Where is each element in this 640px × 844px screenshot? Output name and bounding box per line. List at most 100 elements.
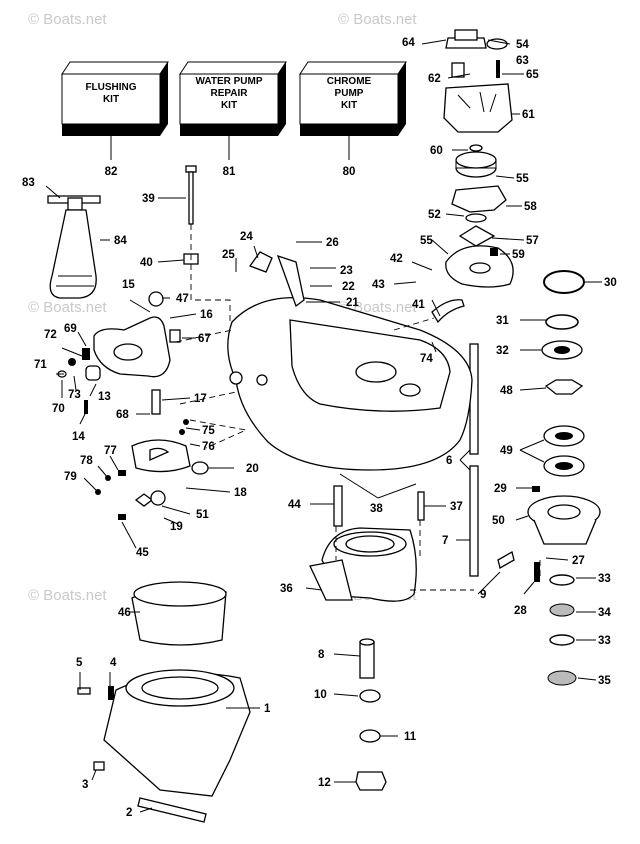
- callout-31[interactable]: 31: [496, 315, 509, 327]
- callout-79[interactable]: 79: [64, 471, 77, 483]
- callout-10[interactable]: 10: [314, 689, 327, 701]
- callout-51[interactable]: 51: [196, 509, 209, 521]
- callout-65[interactable]: 65: [526, 69, 539, 81]
- callout-36[interactable]: 36: [280, 583, 293, 595]
- callout-78[interactable]: 78: [80, 455, 93, 467]
- flushing-attachment-part[interactable]: [47, 195, 101, 299]
- leader-lines: [45, 39, 602, 813]
- pump-assembly-parts[interactable]: [443, 29, 514, 288]
- callout-76[interactable]: 76: [202, 441, 215, 453]
- callout-74[interactable]: 74: [420, 353, 433, 365]
- callout-18[interactable]: 18: [234, 487, 247, 499]
- callout-67[interactable]: 67: [198, 333, 211, 345]
- callout-43[interactable]: 43: [372, 279, 385, 291]
- impeller-area[interactable]: [309, 485, 425, 602]
- callout-44[interactable]: 44: [288, 499, 301, 511]
- callout-45[interactable]: 45: [136, 547, 149, 559]
- callout-14[interactable]: 14: [72, 431, 85, 443]
- callout-2[interactable]: 2: [126, 807, 132, 819]
- callout-57[interactable]: 57: [526, 235, 539, 247]
- callout-61[interactable]: 61: [522, 109, 535, 121]
- callout-62[interactable]: 62: [428, 73, 441, 85]
- callout-34[interactable]: 34: [598, 607, 611, 619]
- kit-number: 80: [343, 166, 356, 178]
- callout-42[interactable]: 42: [390, 253, 403, 265]
- callout-59[interactable]: 59: [512, 249, 525, 261]
- kit-label-line: KIT: [221, 100, 237, 111]
- callout-72[interactable]: 72: [44, 329, 57, 341]
- callout-50[interactable]: 50: [492, 515, 505, 527]
- callout-58[interactable]: 58: [524, 201, 537, 213]
- callout-75[interactable]: 75: [202, 425, 215, 437]
- callout-33[interactable]: 33: [598, 635, 611, 647]
- kit-label-line: KIT: [341, 100, 357, 111]
- callout-11[interactable]: 11: [404, 731, 417, 743]
- callout-12[interactable]: 12: [318, 777, 331, 789]
- callout-73[interactable]: 73: [68, 389, 81, 401]
- right-side-stack[interactable]: [527, 270, 601, 686]
- callout-15[interactable]: 15: [122, 279, 135, 291]
- callout-33[interactable]: 33: [598, 573, 611, 585]
- callout-49[interactable]: 49: [500, 445, 513, 457]
- callout-4[interactable]: 4: [110, 657, 117, 669]
- callout-71[interactable]: 71: [34, 359, 47, 371]
- callout-1[interactable]: 1: [264, 703, 271, 715]
- callout-83[interactable]: 83: [22, 177, 35, 189]
- callout-29[interactable]: 29: [494, 483, 507, 495]
- callout-8[interactable]: 8: [318, 649, 325, 661]
- watermark: © Boats.net: [338, 11, 417, 28]
- watermark: © Boats.net: [28, 299, 107, 316]
- callout-32[interactable]: 32: [496, 345, 509, 357]
- callout-37[interactable]: 37: [450, 501, 463, 513]
- callout-40[interactable]: 40: [140, 257, 153, 269]
- kit-box-water-pump[interactable]: WATER PUMP REPAIR KIT: [179, 61, 287, 136]
- callout-55[interactable]: 55: [420, 235, 433, 247]
- left-bracket-parts[interactable]: [57, 291, 209, 520]
- callout-52[interactable]: 52: [428, 209, 441, 221]
- callout-46[interactable]: 46: [118, 607, 131, 619]
- kit-number: 81: [223, 166, 236, 178]
- callout-48[interactable]: 48: [500, 385, 513, 397]
- callout-55[interactable]: 55: [516, 173, 529, 185]
- callout-26[interactable]: 26: [326, 237, 339, 249]
- callout-22[interactable]: 22: [342, 281, 355, 293]
- callout-3[interactable]: 3: [82, 779, 88, 791]
- lower-housing-parts[interactable]: [77, 581, 387, 823]
- callout-38[interactable]: 38: [370, 503, 383, 515]
- callout-20[interactable]: 20: [246, 463, 259, 475]
- callout-54[interactable]: 54: [516, 39, 529, 51]
- callout-68[interactable]: 68: [116, 409, 129, 421]
- pump-housing[interactable]: [227, 297, 473, 471]
- callout-64[interactable]: 64: [402, 37, 415, 49]
- callout-23[interactable]: 23: [340, 265, 353, 277]
- callout-35[interactable]: 35: [598, 675, 611, 687]
- callout-69[interactable]: 69: [64, 323, 77, 335]
- kit-box-flushing[interactable]: FLUSHING KIT: [61, 61, 169, 136]
- callout-60[interactable]: 60: [430, 145, 443, 157]
- callout-47[interactable]: 47: [176, 293, 189, 305]
- callout-16[interactable]: 16: [200, 309, 213, 321]
- callout-63[interactable]: 63: [516, 55, 529, 67]
- kit-box-chrome-pump[interactable]: CHROME PUMP KIT: [299, 61, 407, 136]
- callout-19[interactable]: 19: [170, 521, 183, 533]
- callout-41[interactable]: 41: [412, 299, 425, 311]
- callout-25[interactable]: 25: [222, 249, 235, 261]
- kit-label-line: KIT: [103, 94, 119, 105]
- callout-39[interactable]: 39: [142, 193, 155, 205]
- callout-84[interactable]: 84: [114, 235, 127, 247]
- bracket-parts[interactable]: [248, 251, 465, 324]
- callout-6[interactable]: 6: [446, 455, 452, 467]
- callout-9[interactable]: 9: [480, 589, 486, 601]
- callout-17[interactable]: 17: [194, 393, 207, 405]
- callout-70[interactable]: 70: [52, 403, 65, 415]
- callout-5[interactable]: 5: [76, 657, 83, 669]
- callout-13[interactable]: 13: [98, 391, 111, 403]
- callout-30[interactable]: 30: [604, 277, 617, 289]
- callout-7[interactable]: 7: [442, 535, 448, 547]
- callout-28[interactable]: 28: [514, 605, 527, 617]
- callout-21[interactable]: 21: [346, 297, 359, 309]
- callout-77[interactable]: 77: [104, 445, 117, 457]
- callout-24[interactable]: 24: [240, 231, 253, 243]
- callout-27[interactable]: 27: [572, 555, 585, 567]
- drive-shaft[interactable]: [469, 343, 515, 577]
